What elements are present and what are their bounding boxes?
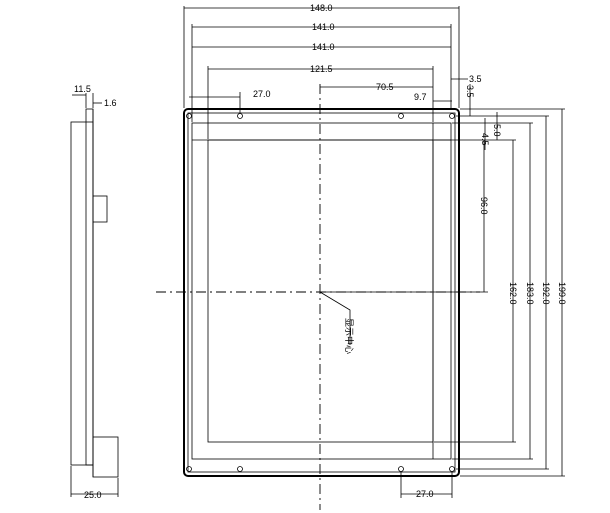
side-connector-bottom bbox=[92, 436, 119, 478]
dim-141-a: 141.0 bbox=[312, 22, 335, 32]
front-view: 显示中心 bbox=[156, 84, 480, 510]
mount-hole-b2 bbox=[237, 466, 243, 472]
outer-frame bbox=[183, 108, 460, 477]
side-dim-25: 25.0 bbox=[84, 490, 102, 500]
dim-3-5-v: 3.5 bbox=[465, 85, 475, 98]
side-front-plate bbox=[85, 108, 94, 466]
dim-9-7: 9.7 bbox=[414, 92, 427, 102]
dim-162: 162.0 bbox=[508, 282, 518, 305]
side-connector-top bbox=[92, 195, 108, 223]
side-view: 11.5 1.6 25.0 bbox=[70, 84, 119, 500]
dim-96: 96.0 bbox=[479, 197, 489, 215]
side-dim-1-6: 1.6 bbox=[104, 98, 117, 108]
dim-183: 183.0 bbox=[525, 282, 535, 305]
mount-hole-t3 bbox=[398, 113, 404, 119]
mount-hole-tl bbox=[186, 113, 192, 119]
dim-70-5: 70.5 bbox=[376, 82, 394, 92]
dim-199: 199.0 bbox=[557, 282, 567, 305]
mount-hole-b3 bbox=[398, 466, 404, 472]
dim-27-bottom: 27.0 bbox=[416, 489, 434, 499]
horizontal-dimensions: 148.0 141.0 141.0 121.5 70.5 27.0 9.7 3.… bbox=[183, 3, 482, 139]
mount-hole-br bbox=[449, 466, 455, 472]
dim-3-5-h: 3.5 bbox=[469, 74, 482, 84]
dim-148: 148.0 bbox=[310, 3, 333, 13]
dim-27-top: 27.0 bbox=[253, 89, 271, 99]
dim-5-0: 5.0 bbox=[492, 124, 502, 137]
active-area bbox=[207, 139, 434, 443]
dim-192: 192.0 bbox=[541, 282, 551, 305]
side-dim-11-5: 11.5 bbox=[74, 84, 91, 94]
bottom-dimensions: 27.0 bbox=[400, 472, 453, 499]
dim-4-5: 4.5 bbox=[480, 133, 490, 146]
vertical-dimensions: 199.0 192.0 183.0 162.0 96.0 3.5 5.0 4.5 bbox=[321, 84, 567, 477]
center-label: 显示中心 bbox=[344, 318, 355, 354]
mount-hole-t2 bbox=[237, 113, 243, 119]
dim-121-5: 121.5 bbox=[310, 64, 333, 74]
frame-inner-edge bbox=[187, 112, 456, 473]
bezel-window bbox=[191, 122, 452, 460]
mount-hole-tr bbox=[449, 113, 455, 119]
dim-141-b: 141.0 bbox=[312, 42, 335, 52]
center-leader bbox=[319, 291, 351, 345]
side-body bbox=[70, 121, 94, 466]
mount-hole-bl bbox=[186, 466, 192, 472]
